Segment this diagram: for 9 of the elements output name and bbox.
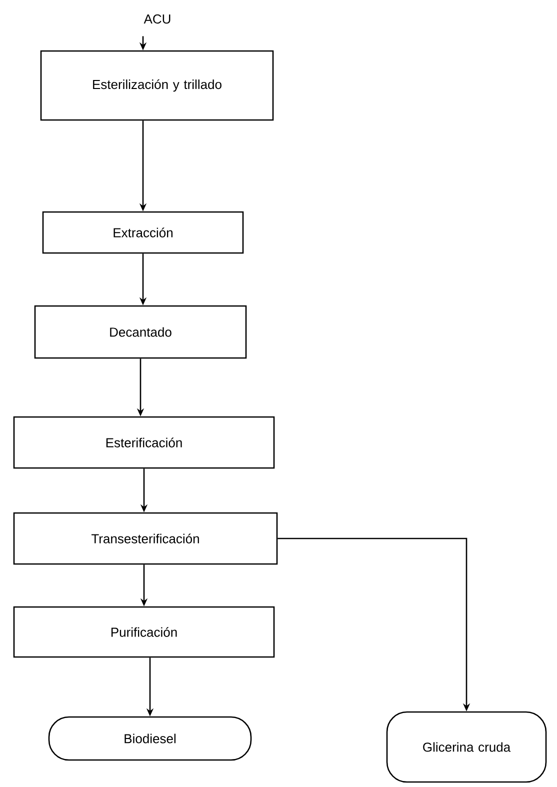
process-box: Esterilización y trillado bbox=[40, 50, 274, 121]
process-box: Decantado bbox=[34, 305, 247, 359]
terminal-box: Biodiesel bbox=[48, 716, 252, 761]
process-box: Purificación bbox=[13, 606, 275, 658]
process-box: Extracción bbox=[42, 211, 244, 254]
input-label: ACU bbox=[144, 14, 170, 24]
process-box: Transesterificación bbox=[13, 512, 278, 565]
terminal-box: Glicerina cruda bbox=[386, 711, 547, 783]
process-box: Esterificación bbox=[13, 416, 275, 469]
